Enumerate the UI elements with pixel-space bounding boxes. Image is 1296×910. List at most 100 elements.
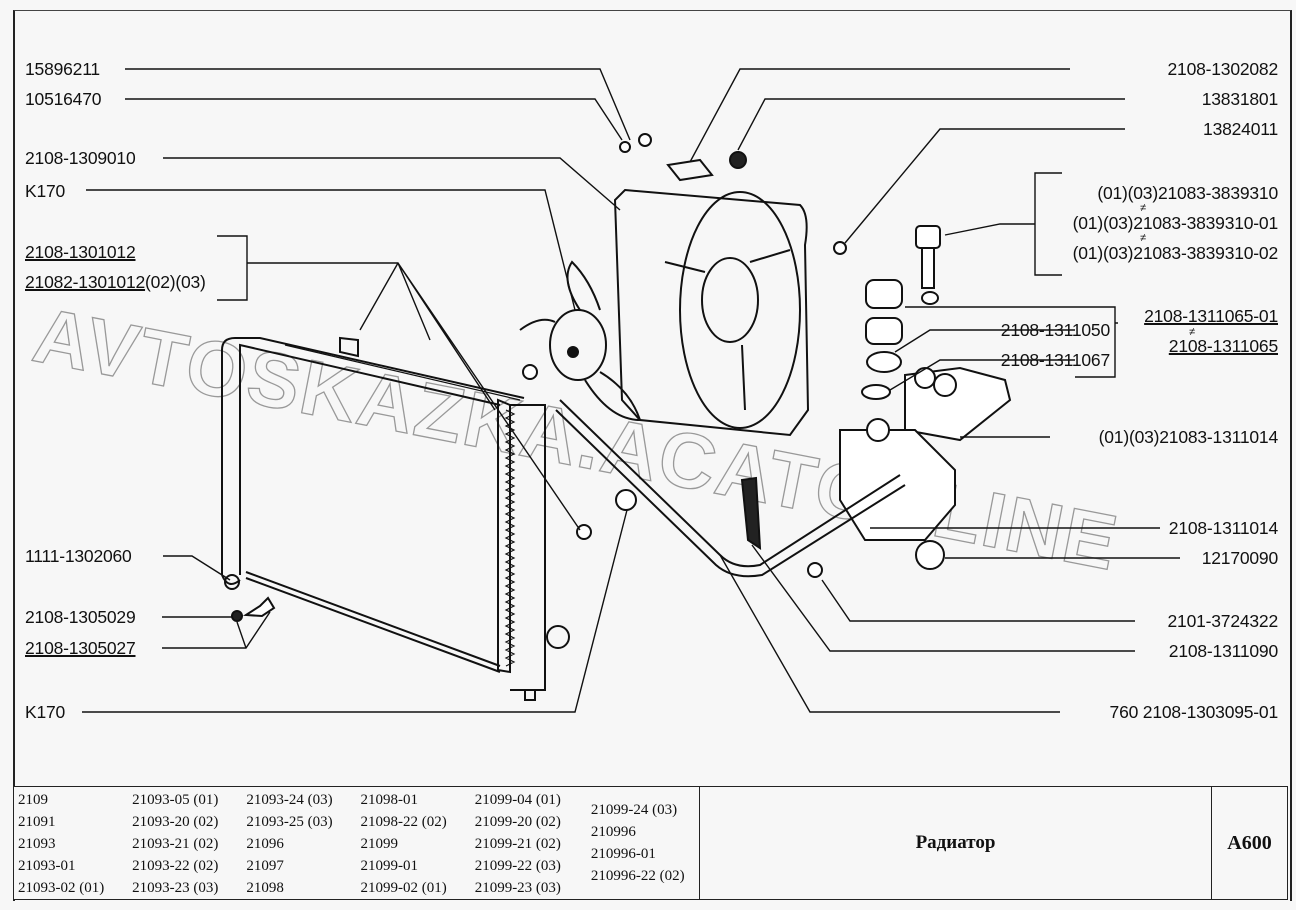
- part-label-washer: 2108-1305029: [25, 607, 136, 627]
- part-label-10516470: 10516470: [25, 89, 102, 109]
- part-label-hose: 760 2108-1303095-01: [1109, 702, 1279, 722]
- model-item: 21093-24 (03): [246, 792, 333, 808]
- part-label-tank-cap: 2108-1311065-01: [1144, 306, 1278, 326]
- part-label-k170: K170: [25, 702, 66, 722]
- model-item: 21093-02 (01): [18, 880, 105, 896]
- drain-plug: [224, 574, 240, 590]
- not-equal-mark: ≠: [1140, 202, 1146, 214]
- title-block: 2109 21091 21093 21093-01 21093-02 (01) …: [13, 786, 1288, 900]
- tank-cap-icon: [865, 317, 903, 345]
- radiator-core-edge: [497, 398, 511, 674]
- part-label-expansion-tank: (01)(03)21083-1311014: [1098, 427, 1279, 447]
- part-label-valve: 2108-1311050: [1000, 320, 1110, 340]
- model-item: 210996-22 (02): [590, 868, 685, 884]
- part-label-temp-sensor-alt: (01)(03)21083-3839310-01: [1072, 213, 1279, 233]
- part-label-radiator-alt: 21082-1301012(02)(03): [25, 272, 206, 292]
- radiator-left-tank: [221, 337, 525, 575]
- holder-icon: [807, 562, 823, 578]
- tank-body: [839, 429, 956, 541]
- part-label-expansion-tank-alt: 2108-1311014: [1168, 518, 1278, 538]
- model-item: 21098: [246, 880, 284, 896]
- model-item: 21099-20 (02): [474, 814, 561, 830]
- clamp-icon: [915, 540, 945, 570]
- part-label-clamp: 12170090: [1201, 548, 1278, 568]
- temp-sensor-icon: [915, 225, 941, 249]
- model-item: 21091: [18, 814, 56, 830]
- washer-icon: [231, 610, 243, 622]
- part-label-drain-plug: 1111-1302060: [25, 546, 132, 566]
- nut-icon: [576, 524, 592, 540]
- model-item: 21099: [360, 836, 399, 852]
- nut-icon: [619, 141, 631, 153]
- not-equal-mark: ≠: [1189, 326, 1195, 338]
- model-item: 2109: [18, 792, 48, 808]
- diagram-frame: [13, 10, 1292, 901]
- model-item: 21099-21 (02): [474, 836, 561, 852]
- fan-blade: [584, 371, 642, 422]
- part-label-radiator: 2108-1301012: [25, 242, 136, 262]
- model-item: 21093-23 (03): [132, 880, 219, 896]
- model-item: 21099-02 (01): [360, 880, 447, 896]
- model-column: 21099-24 (03) 210996 210996-01 210996-22…: [587, 787, 699, 899]
- part-label-gasket: 2108-1311067: [1000, 350, 1110, 370]
- bolt-icon: [833, 241, 847, 255]
- sensor-icon: [615, 489, 637, 511]
- fan-shroud: [613, 158, 810, 437]
- part-label-tank-cap-alt: 2108-1311065: [1168, 336, 1278, 356]
- model-item: 21099-04 (01): [474, 792, 561, 808]
- model-item: 21093-22 (02): [132, 858, 219, 874]
- part-label-temp-sensor-alt: (01)(03)21083-3839310-02: [1072, 243, 1279, 263]
- nut-icon: [729, 151, 747, 169]
- shroud-bracket: [666, 158, 714, 182]
- part-label-15896211: 15896211: [25, 59, 100, 79]
- valve-icon: [866, 351, 902, 373]
- model-column: 21098-01 21098-22 (02) 21099 21099-01 21…: [357, 787, 471, 899]
- model-column: 21093-05 (01) 21093-20 (02) 21093-21 (02…: [128, 787, 242, 899]
- model-item: 21099-01: [360, 858, 419, 874]
- radiator-outlet: [546, 625, 570, 649]
- variant-suffix: (02)(03): [145, 272, 206, 292]
- model-item: 21099-22 (03): [474, 858, 561, 874]
- model-item: 21099-24 (03): [590, 802, 678, 818]
- part-label-strap: 2108-1311090: [1168, 641, 1278, 661]
- gasket-icon: [861, 384, 891, 400]
- part-number: 21082-1301012: [25, 272, 146, 292]
- model-item: 21093-01: [18, 858, 76, 874]
- model-item: 21093-20 (02): [132, 814, 219, 830]
- small-parts: [231, 133, 847, 622]
- model-item: 210996-01: [590, 846, 656, 862]
- model-item: 21093-05 (01): [132, 792, 219, 808]
- part-label-bolt: 13824011: [1203, 119, 1278, 139]
- model-item: 21098-22 (02): [360, 814, 447, 830]
- part-label-holder: 2101-3724322: [1167, 611, 1279, 631]
- model-column: 2109 21091 21093 21093-01 21093-02 (01): [14, 787, 128, 899]
- part-label-nut: 13831801: [1201, 89, 1278, 109]
- strap: [740, 476, 762, 550]
- model-item: 21093-21 (02): [132, 836, 219, 852]
- model-item: 21098-01: [360, 792, 419, 808]
- model-item: 210996: [590, 824, 636, 840]
- radiator-bracket: [339, 336, 359, 358]
- radiator-fins: [504, 409, 516, 667]
- part-label-fan-shroud: 2108-1309010: [25, 148, 136, 168]
- drain-cock-icon: [242, 596, 276, 618]
- model-item: 21096: [246, 836, 284, 852]
- fan-motor: [519, 260, 642, 422]
- model-applicability: 2109 21091 21093 21093-01 21093-02 (01) …: [14, 787, 700, 899]
- expansion-tank-group: [839, 225, 1012, 570]
- fan-blade: [566, 260, 601, 311]
- nut-icon: [522, 364, 538, 380]
- section-code: A600: [1227, 831, 1272, 854]
- model-item: 21097: [246, 858, 284, 874]
- page-title: Радиатор: [700, 787, 1212, 899]
- part-label-drain-cock: 2108-1305027: [25, 638, 136, 658]
- part-label-k170: K170: [25, 181, 66, 201]
- not-equal-mark: ≠: [1140, 232, 1146, 244]
- model-item: 21093: [18, 836, 56, 852]
- washer-icon: [638, 133, 652, 147]
- hose: [555, 399, 906, 578]
- radiator: [221, 336, 570, 701]
- model-column: 21093-24 (03) 21093-25 (03) 21096 21097 …: [242, 787, 356, 899]
- leader-lines: [82, 68, 1180, 713]
